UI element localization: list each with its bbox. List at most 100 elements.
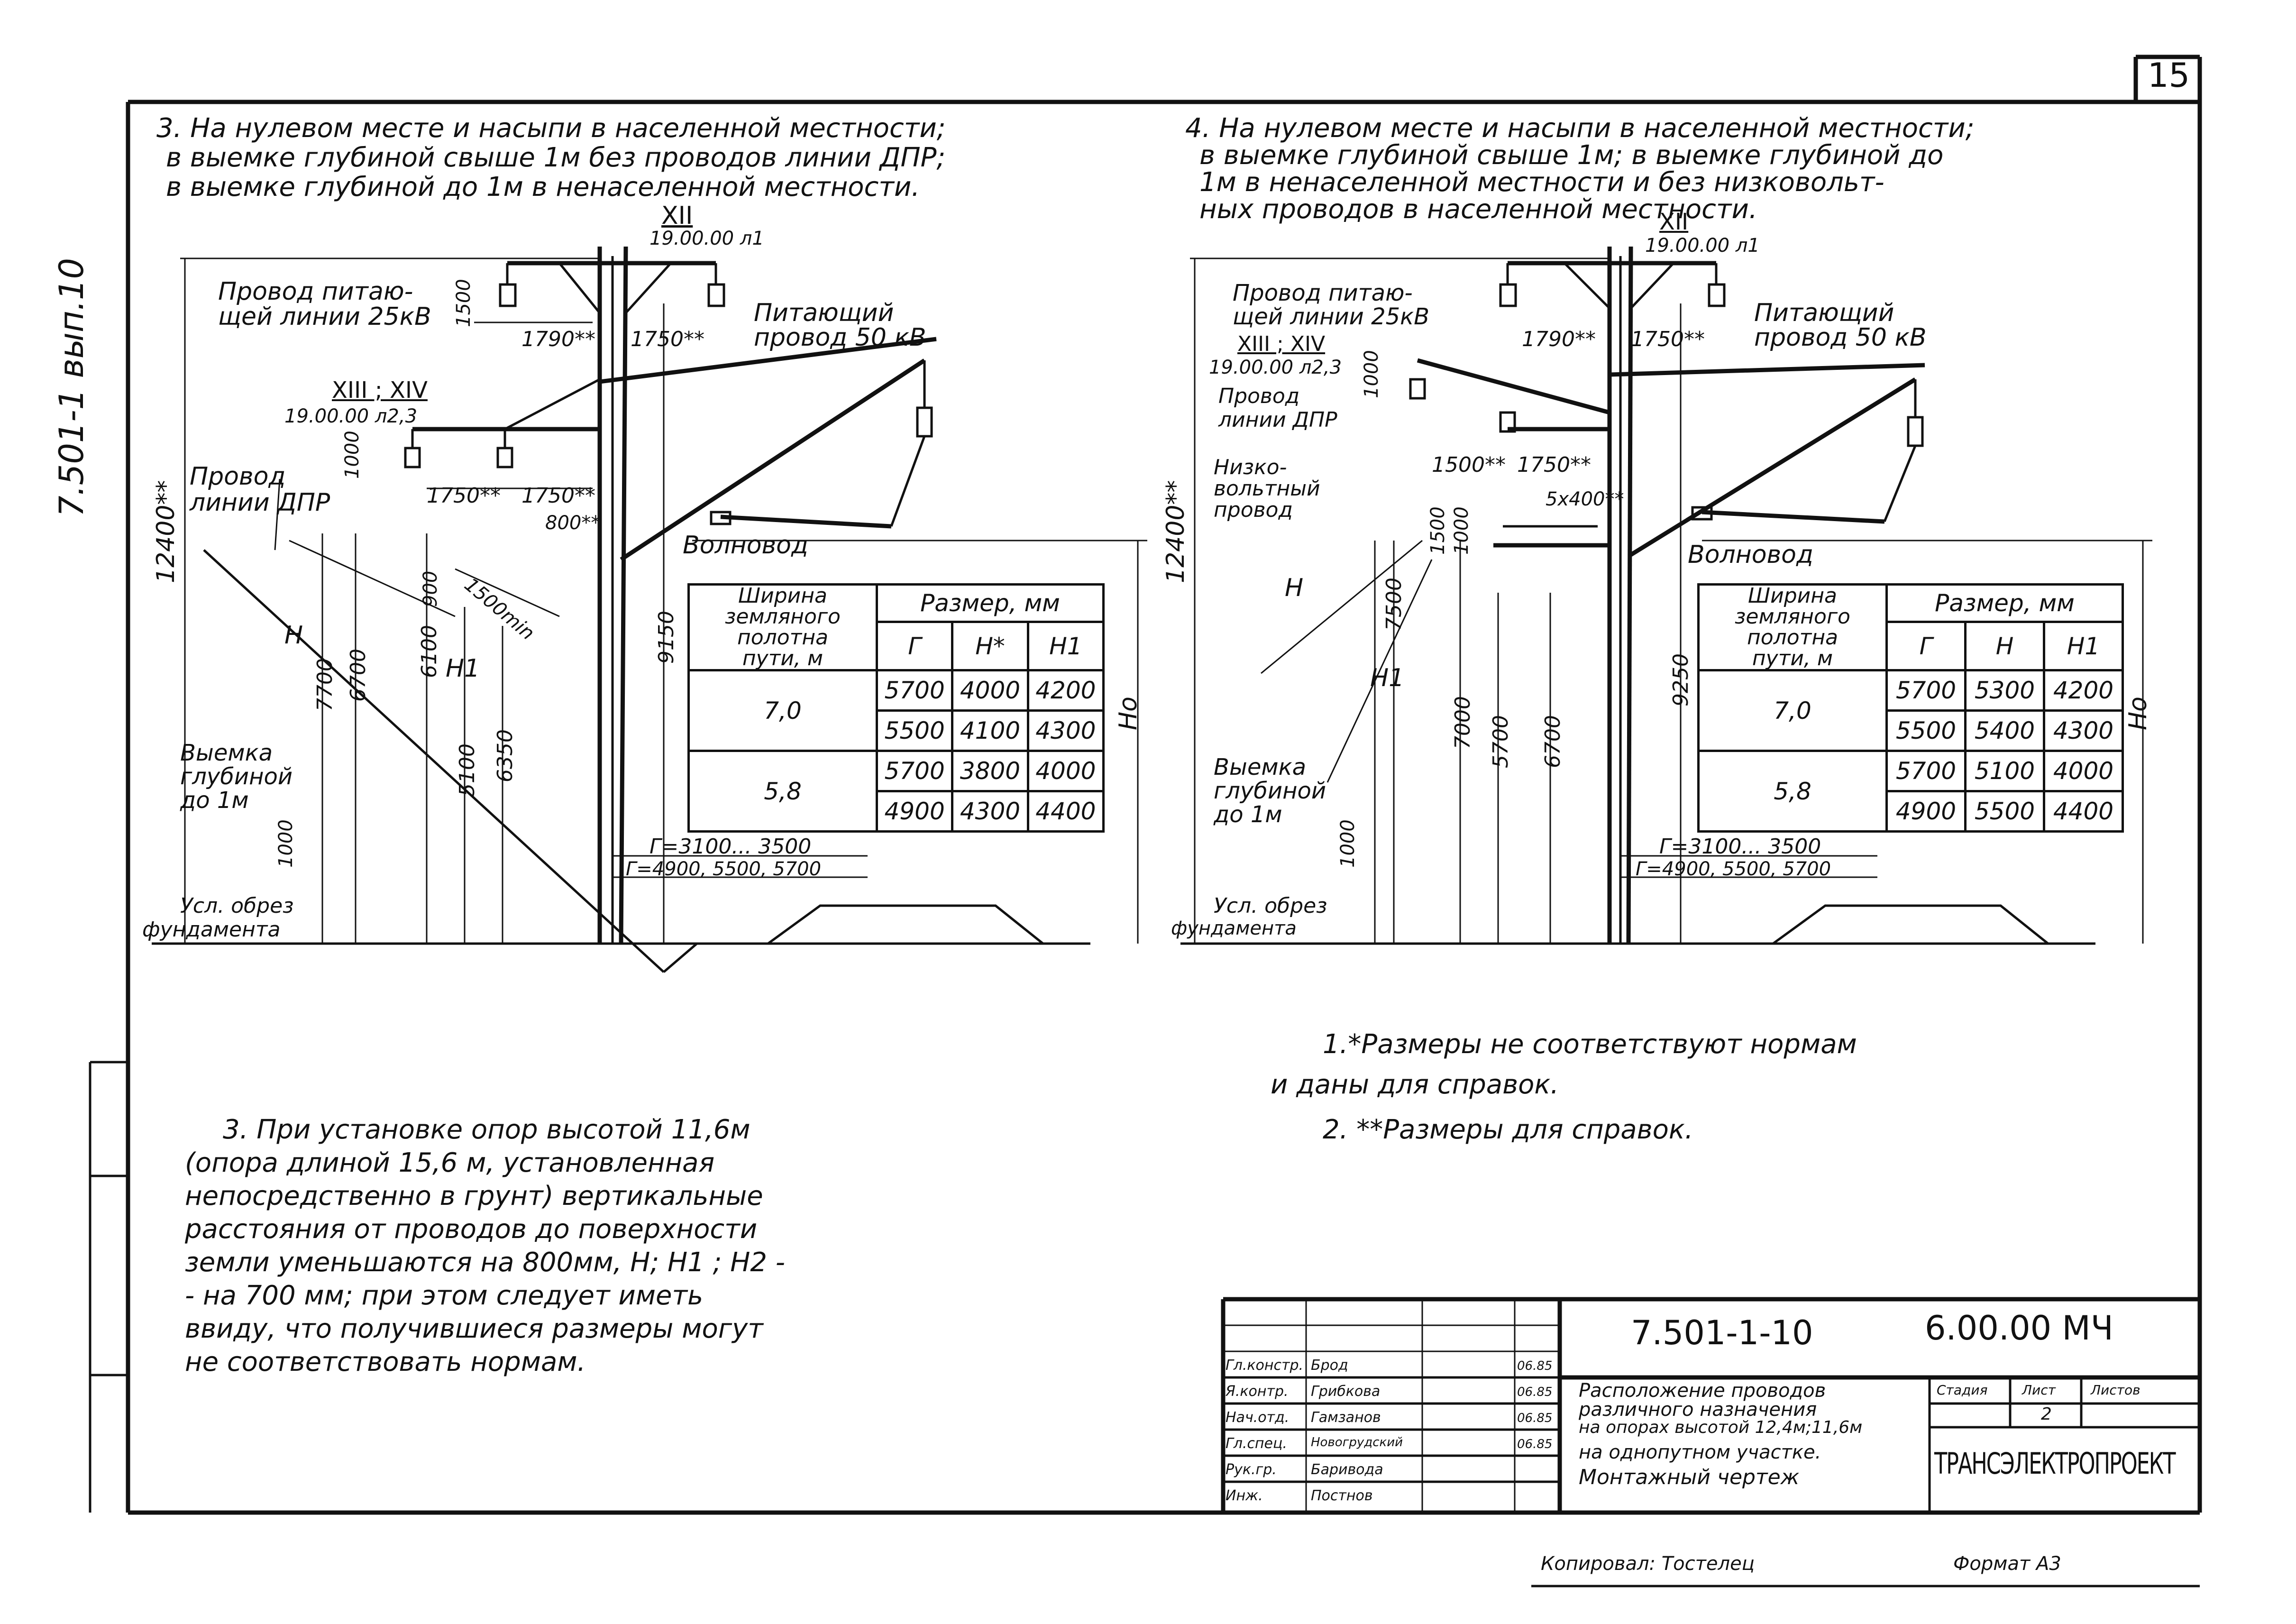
table-cell: 4400 bbox=[2043, 790, 2124, 833]
dim-label: 7500 bbox=[1382, 578, 1406, 631]
col-width-line: Ширина bbox=[738, 584, 827, 608]
note-line: (опора длиной 15,6 м, установленная bbox=[185, 1147, 715, 1178]
label-foundation: фундамента bbox=[142, 918, 281, 942]
col-width-header: Ширина земляного полотна пути, м bbox=[1697, 583, 1888, 671]
label-h1: H1 bbox=[446, 654, 480, 683]
table-cell: 5,8 bbox=[687, 750, 878, 833]
left-heading-line: в выемке глубиной до 1м в ненаселенной м… bbox=[166, 172, 920, 202]
dim-label: 1000 bbox=[341, 431, 363, 479]
table-cell: 5700 bbox=[1885, 669, 1967, 712]
dim-label: 900 bbox=[420, 570, 441, 607]
label-node-xiii-ref: 19.00.00 л2,3 bbox=[1209, 357, 1342, 378]
staff-name: Баривода bbox=[1311, 1461, 1383, 1478]
dim-label: 1000 bbox=[1337, 819, 1359, 868]
right-heading-line: в выемке глубиной свыше 1м; в выемке глу… bbox=[1199, 140, 1944, 171]
col-size-header: Размер, мм bbox=[1885, 583, 2124, 624]
label-cut: глубиной bbox=[180, 763, 293, 790]
format-label: Формат А3 bbox=[1953, 1553, 2061, 1575]
label-cut: до 1м bbox=[1214, 801, 1282, 828]
label-feeder-50: Питающий bbox=[754, 299, 894, 327]
staff-role: Инж. bbox=[1226, 1487, 1263, 1504]
dim-label: 1750** bbox=[521, 484, 595, 508]
col-width-line: Ширина bbox=[1748, 584, 1837, 608]
left-heading-line: 3. На нулевом месте и насыпи в населенно… bbox=[156, 113, 946, 144]
dim-label: 6100 bbox=[417, 625, 441, 678]
staff-role: Гл.спец. bbox=[1226, 1435, 1287, 1452]
dim-label: 1500** bbox=[1432, 453, 1506, 477]
table-cell: 5400 bbox=[1964, 709, 2045, 752]
staff-role: Гл.констр. bbox=[1226, 1357, 1304, 1374]
table-cell: 5500 bbox=[1885, 709, 1967, 752]
dim-label: 1500 bbox=[453, 279, 475, 327]
dim-label: 7700 bbox=[313, 658, 337, 711]
staff-date: 06.85 bbox=[1517, 1359, 1553, 1373]
right-size-table: Ширина земляного полотна пути, м Размер,… bbox=[1697, 583, 2124, 833]
label-node-xii-ref: 19.00.00 л1 bbox=[649, 228, 764, 249]
left-drawing-lines bbox=[152, 246, 1147, 973]
col-width-line: полотна bbox=[1747, 625, 1839, 650]
label-feeder-50: провод 50 кВ bbox=[754, 323, 926, 352]
right-heading-line: 4. На нулевом месте и насыпи в населенно… bbox=[1185, 113, 1975, 144]
staff-name: Постнов bbox=[1311, 1487, 1373, 1504]
dim-label: 1790** bbox=[521, 327, 595, 351]
right-drawing-lines bbox=[1180, 246, 2152, 945]
label-foundation: Усл. обрез bbox=[180, 894, 294, 918]
label-g1: Г=3100... 3500 bbox=[1659, 835, 1821, 859]
staff-date: 06.85 bbox=[1517, 1411, 1553, 1425]
org-name: ТРАНСЭЛЕКТРОПРОЕКТ bbox=[1934, 1446, 2176, 1481]
label-foundation: фундамента bbox=[1171, 918, 1297, 939]
sheet-code: 6.00.00 МЧ bbox=[1925, 1309, 2113, 1348]
label-lowvolt: провод bbox=[1214, 498, 1293, 522]
sub-header: Н1 bbox=[1026, 621, 1105, 671]
right-heading-line: ных проводов в населенной местности. bbox=[1199, 194, 1757, 225]
label-h: H bbox=[1285, 574, 1304, 602]
table-cell: 5700 bbox=[1885, 750, 1967, 792]
label-lowvolt: вольтный bbox=[1214, 477, 1320, 501]
sheets-label: Листов bbox=[2091, 1382, 2140, 1398]
left-size-table: Ширина земляного полотна пути, м Размер,… bbox=[687, 583, 1105, 833]
col-width-line: земляного bbox=[1735, 605, 1850, 629]
table-cell: 5500 bbox=[1964, 790, 2045, 833]
label-g1: Г=3100... 3500 bbox=[649, 835, 812, 859]
label-node-xii: XII bbox=[661, 202, 693, 230]
title-line: на однопутном участке. bbox=[1579, 1441, 1821, 1463]
label-waveguide: Волновод bbox=[1688, 541, 1813, 569]
staff-date: 06.85 bbox=[1517, 1385, 1553, 1399]
dim-label: 12400** bbox=[1162, 480, 1190, 583]
staff-name: Новогрудский bbox=[1311, 1435, 1403, 1450]
label-g2: Г=4900, 5500, 5700 bbox=[1636, 858, 1831, 880]
title-line: различного назначения bbox=[1579, 1399, 1817, 1421]
label-g2: Г=4900, 5500, 5700 bbox=[626, 858, 822, 880]
dim-label: 9250 bbox=[1669, 653, 1693, 706]
dim-label: 12400** bbox=[152, 480, 180, 583]
stage-label: Стадия bbox=[1937, 1382, 1988, 1398]
label-lowvolt: Низко- bbox=[1214, 455, 1287, 479]
table-cell: 5,8 bbox=[1697, 750, 1888, 833]
table-cell: 5300 bbox=[1964, 669, 2045, 712]
note-line: земли уменьшаются на 800мм, Н; Н1 ; Н2 - bbox=[185, 1247, 785, 1278]
label-feeder-25: Провод питаю- bbox=[218, 277, 413, 306]
doc-code: 7.501-1-10 bbox=[1631, 1313, 1813, 1352]
sheet-label: Лист bbox=[2022, 1382, 2056, 1398]
label-node-xii-ref: 19.00.00 л1 bbox=[1645, 235, 1760, 257]
col-width-line: пути, м bbox=[1752, 646, 1833, 670]
label-feeder-25: щей линии 25кВ bbox=[1233, 303, 1430, 330]
staff-name: Грибкова bbox=[1311, 1383, 1381, 1400]
staff-role: Я.контр. bbox=[1226, 1383, 1289, 1400]
label-h1: H1 bbox=[1370, 664, 1405, 692]
col-width-line: пути, м bbox=[742, 646, 823, 670]
frame bbox=[89, 55, 2202, 1515]
table-cell: 4000 bbox=[1026, 750, 1105, 792]
dim-label: 1790** bbox=[1522, 327, 1596, 351]
dim-label: 800** bbox=[545, 512, 601, 534]
dim-label: 6350 bbox=[493, 729, 517, 782]
dim-label: 1750** bbox=[427, 484, 501, 508]
label-feeder-25: Провод питаю- bbox=[1233, 280, 1413, 306]
note-line: расстояния от проводов до поверхности bbox=[185, 1214, 758, 1245]
dim-label: 5100 bbox=[455, 743, 479, 797]
sub-header: Н1 bbox=[2043, 621, 2124, 671]
dim-label: 1000 bbox=[1451, 506, 1473, 555]
copied-by: Копировал: Тостелец bbox=[1541, 1553, 1755, 1575]
label-foundation: Усл. обрез bbox=[1214, 894, 1327, 918]
note-line: - на 700 мм; при этом следует иметь bbox=[185, 1280, 704, 1311]
